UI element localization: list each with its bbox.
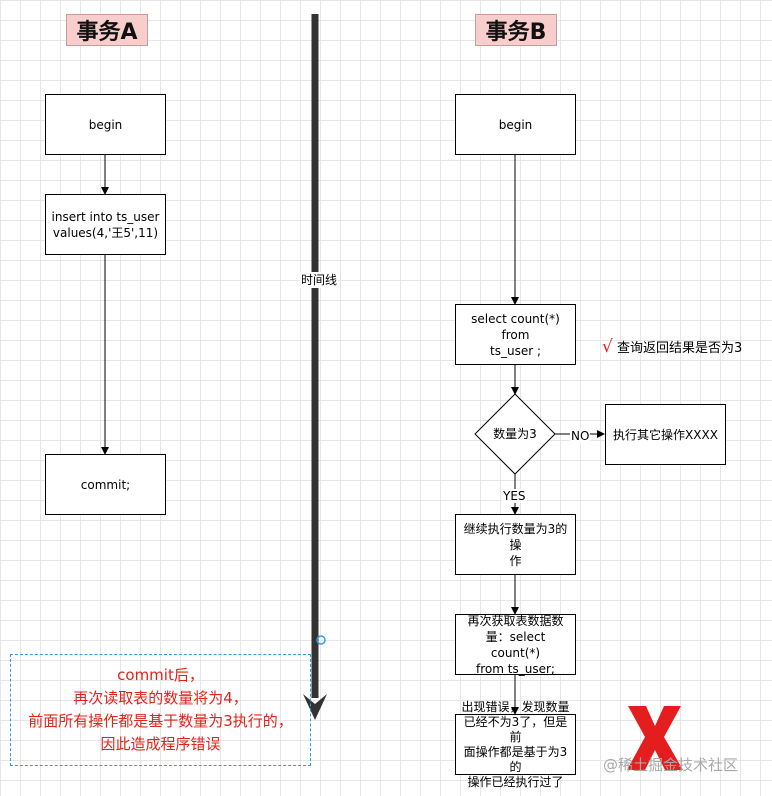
b-reread-line3: from ts_user;	[476, 661, 555, 676]
b-continue-box: 继续执行数量为3的操 作	[455, 514, 576, 575]
b-continue-line1: 继续执行数量为3的操	[463, 521, 568, 552]
b-continue-line2: 作	[509, 553, 522, 568]
note-line4: 因此造成程序错误	[100, 735, 221, 753]
a-begin-box: begin	[45, 94, 166, 155]
check-note-text: 查询返回结果是否为3	[616, 341, 743, 356]
transaction-a-title: 事务A	[66, 14, 148, 46]
note-line2: 再次读取表的数量将为4，	[73, 689, 248, 707]
a-begin-label: begin	[88, 117, 123, 132]
a-insert-box: insert into ts_user values(4,'王5',11)	[45, 194, 166, 255]
check-note: √ 查询返回结果是否为3	[602, 337, 742, 357]
b-other-op-label: 执行其它操作XXXX	[613, 427, 718, 442]
b-error-box: 出现错误，发现数量 已经不为3了，但是前 面操作都是基于为3的 操作已经执行过了	[455, 700, 576, 789]
watermark: @稀土掘金技术社区	[603, 756, 739, 774]
b-error-line2: 已经不为3了，但是前	[463, 714, 568, 744]
timeline-arrowhead	[303, 694, 327, 720]
a-commit-label: commit;	[80, 477, 131, 492]
b-select-line1: select count(*) from	[471, 311, 560, 342]
b-other-op-box: 执行其它操作XXXX	[605, 404, 726, 465]
b-begin-box: begin	[455, 94, 576, 155]
no-label: NO	[570, 429, 591, 443]
transaction-b-title: 事务B	[475, 14, 557, 46]
b-begin-label: begin	[498, 117, 533, 132]
decision-label: 数量为3	[493, 427, 537, 441]
check-mark-icon: √	[602, 337, 613, 357]
yes-label: YES	[502, 489, 527, 503]
b-error-line4: 操作已经执行过了	[467, 774, 564, 789]
commit-note: commit后， 再次读取表的数量将为4， 前面所有操作都是基于数量为3执行的，…	[10, 654, 311, 766]
note-line1: commit后，	[117, 666, 204, 684]
note-line3: 前面所有操作都是基于数量为3执行的，	[28, 712, 293, 730]
decision-diamond	[474, 393, 556, 475]
error-x-icon	[627, 706, 683, 770]
b-reread-line1: 再次获取表数据数	[467, 613, 564, 628]
timeline-label: 时间线	[300, 272, 339, 288]
b-error-line3: 面操作都是基于为3的	[463, 744, 568, 774]
b-select-line2: ts_user ;	[490, 343, 541, 358]
b-reread-line2: 量：select count(*)	[485, 629, 546, 660]
a-insert-line1: insert into ts_user	[51, 209, 160, 224]
a-commit-box: commit;	[45, 454, 166, 515]
b-reread-box: 再次获取表数据数 量：select count(*) from ts_user;	[455, 613, 576, 676]
b-error-line1: 出现错误，发现数量	[461, 699, 570, 714]
b-select-box: select count(*) from ts_user ;	[455, 304, 576, 365]
a-insert-line2: values(4,'王5',11)	[52, 225, 159, 240]
timeline-handle[interactable]	[316, 635, 326, 645]
